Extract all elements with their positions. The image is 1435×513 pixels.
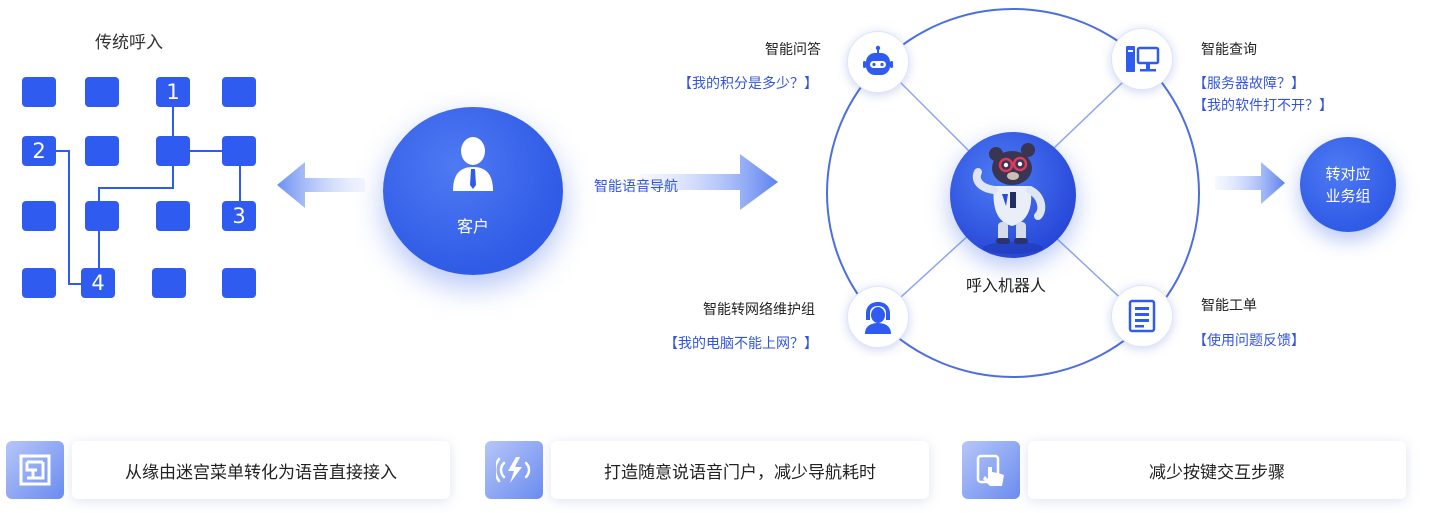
robot-head-icon xyxy=(863,45,893,75)
feature-touch-text: 减少按键交互步骤 xyxy=(1028,441,1406,499)
maze-line xyxy=(172,105,174,151)
maze-cell xyxy=(222,268,256,298)
robot-mascot xyxy=(950,132,1076,258)
smart-qa-question: 【我的积分是多少？】 xyxy=(678,76,818,92)
business-group-line1: 转对应 xyxy=(1325,164,1371,183)
smart-qa-node xyxy=(847,31,909,93)
maze-cell xyxy=(85,201,119,231)
maze-line xyxy=(68,150,70,284)
computer-icon xyxy=(1126,46,1160,72)
traditional-title: 传统呼入 xyxy=(95,33,163,53)
maze-cell-2: 2 xyxy=(22,136,56,166)
maze-cell xyxy=(85,136,119,166)
target-arrow-icon xyxy=(1215,162,1285,204)
agent-icon xyxy=(865,302,891,334)
maze-cell-3: 3 xyxy=(222,201,256,231)
maze-line xyxy=(172,150,240,152)
maze-cell xyxy=(85,77,119,107)
voice-navigation-label: 智能语音导航 xyxy=(594,179,678,195)
smart-ticket-node xyxy=(1111,285,1173,347)
maze-cell xyxy=(156,136,190,166)
maze-cell xyxy=(222,77,256,107)
maze-line xyxy=(68,283,84,285)
touch-icon xyxy=(962,441,1020,499)
right-arrow-icon xyxy=(640,154,778,210)
maze-cell xyxy=(152,268,186,298)
maze-cell xyxy=(22,77,56,107)
maze-line xyxy=(55,150,69,152)
network-maintenance-question: 【我的电脑不能上网？】 xyxy=(664,336,818,352)
customer-circle: 客户 xyxy=(383,107,563,275)
maze-line xyxy=(172,150,174,188)
smart-ticket-question: 【使用问题反馈】 xyxy=(1193,333,1305,349)
user-icon xyxy=(453,137,493,191)
robot-bear-icon xyxy=(972,143,1046,254)
maze-line xyxy=(239,150,241,202)
smart-ticket-title: 智能工单 xyxy=(1201,298,1257,314)
smart-qa-title: 智能问答 xyxy=(765,42,821,58)
feature-voice-text: 打造随意说语音门户，减少导航耗时 xyxy=(551,441,929,499)
left-arrow-icon xyxy=(277,162,365,208)
maze-cell xyxy=(156,201,190,231)
smart-query-title: 智能查询 xyxy=(1201,42,1257,58)
robot-ring xyxy=(826,8,1200,378)
customer-label: 客户 xyxy=(456,217,489,236)
maze-line xyxy=(98,187,174,189)
maze-cell-1: 1 xyxy=(156,77,190,107)
business-group-line2: 业务组 xyxy=(1325,186,1371,205)
maze-cell xyxy=(22,201,56,231)
business-group-circle: 转对应 业务组 xyxy=(1300,137,1396,232)
maze-icon xyxy=(6,441,64,499)
maze-cell xyxy=(222,136,256,166)
feature-maze-text: 从缘由迷宫菜单转化为语音直接接入 xyxy=(72,441,450,499)
robot-label: 呼入机器人 xyxy=(966,276,1047,295)
network-maintenance-node xyxy=(847,286,909,348)
smart-query-question-1: 【服务器故障？】 xyxy=(1193,76,1305,92)
smart-query-node xyxy=(1111,28,1173,90)
document-icon xyxy=(1128,299,1156,333)
network-maintenance-title: 智能转网络维护组 xyxy=(703,302,815,318)
voice-icon xyxy=(485,441,543,499)
maze-cell-4: 4 xyxy=(81,268,115,298)
maze-cell xyxy=(22,268,56,298)
smart-query-question-2: 【我的软件打不开？】 xyxy=(1193,98,1333,114)
